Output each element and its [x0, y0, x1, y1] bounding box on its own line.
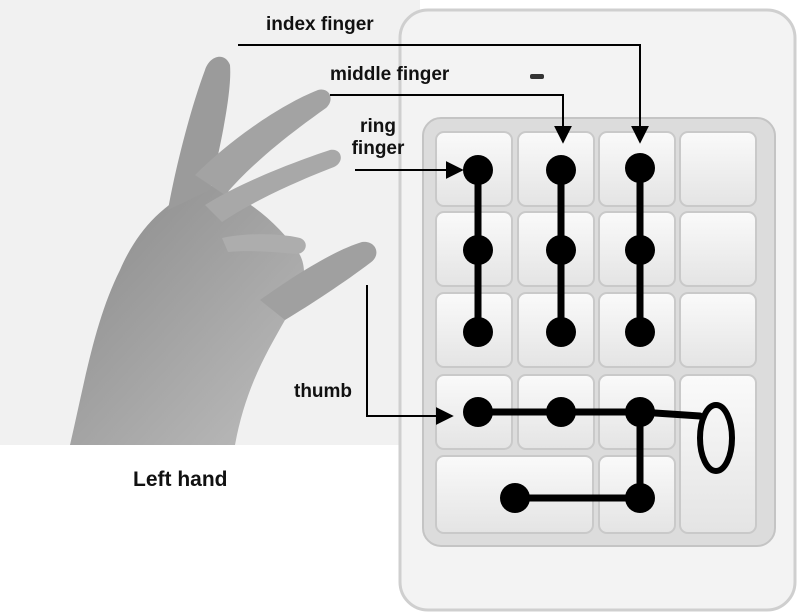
dot [625, 235, 655, 265]
dot [463, 397, 493, 427]
keypad-key [680, 293, 756, 367]
keypad-key [680, 212, 756, 286]
dot [463, 155, 493, 185]
dot [625, 317, 655, 347]
ring-finger-label: ring finger [348, 116, 408, 160]
ring-finger-label-line1: ring [348, 116, 408, 138]
dot [625, 397, 655, 427]
dot [546, 235, 576, 265]
dot [500, 483, 530, 513]
dot [625, 483, 655, 513]
dot [546, 397, 576, 427]
hand-caption: Left hand [133, 469, 228, 491]
middle-finger-label: middle finger [330, 64, 449, 86]
dot [625, 153, 655, 183]
keypad-key [680, 375, 756, 533]
thumb-label: thumb [294, 381, 352, 403]
dot [463, 235, 493, 265]
dot [546, 155, 576, 185]
dot [546, 317, 576, 347]
keypad-key [680, 132, 756, 206]
ring-finger-label-line2: finger [348, 138, 408, 160]
thumb-path [478, 412, 700, 416]
index-finger-label: index finger [266, 14, 374, 36]
dot [463, 317, 493, 347]
